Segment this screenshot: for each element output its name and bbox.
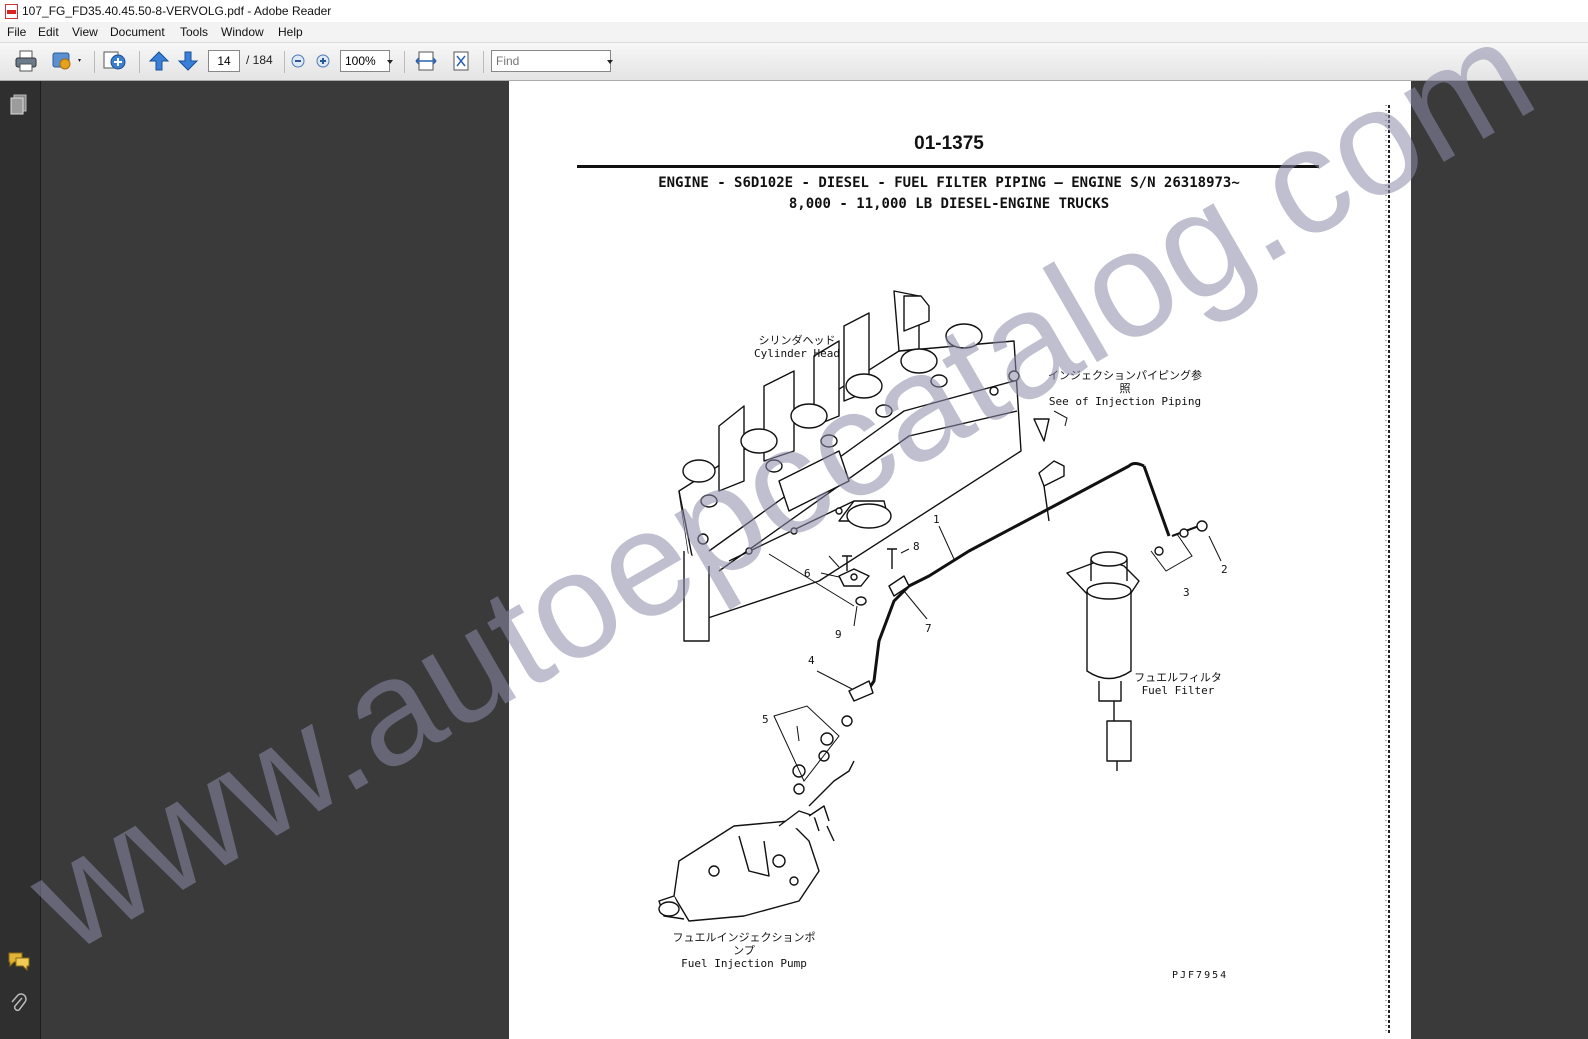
zoom-in-icon[interactable] (315, 50, 331, 72)
menu-view[interactable]: View (72, 25, 98, 39)
navigation-panel (0, 81, 41, 1039)
fuel-filter-drawing (1066, 551, 1140, 771)
cylinder-head-drawing (678, 290, 1022, 642)
collaborate-icon[interactable] (102, 50, 128, 72)
toolbar-separator (404, 51, 405, 73)
toolbar-separator (483, 51, 484, 73)
injection-piping-label: インジェクションパイピング参照 See of Injection Piping (1045, 369, 1205, 408)
document-heading: ENGINE - S6D102E - DIESEL - FUEL FILTER … (658, 175, 1240, 191)
injection-pump-label: フュエルインジェクションポンプ Fuel Injection Pump (669, 931, 819, 970)
menu-help[interactable]: Help (278, 25, 303, 39)
menu-window[interactable]: Window (221, 25, 264, 39)
fuel-pipe (862, 462, 1145, 697)
callout-7: 7 (925, 622, 932, 635)
callout-8: 8 (913, 540, 920, 553)
fuel-filter-label: フュエルフィルタ Fuel Filter (1133, 671, 1223, 697)
injection-pump-label-en: Fuel Injection Pump (681, 957, 807, 970)
toolbar-separator (139, 51, 140, 73)
injection-pump-label-jp: フュエルインジェクションポンプ (672, 931, 816, 957)
zoom-level-input[interactable]: 100% (340, 50, 390, 72)
menu-bar: File Edit View Document Tools Window Hel… (0, 22, 1588, 43)
drawing-code: PJF7954 (1172, 970, 1229, 981)
document-subheading: 8,000 - 11,000 LB DIESEL-ENGINE TRUCKS (788, 196, 1110, 212)
cylinder-head-label: シリンダヘッド Cylinder Head (741, 334, 853, 360)
find-input[interactable]: Find (491, 50, 611, 72)
fuel-filter-label-en: Fuel Filter (1141, 684, 1215, 697)
window-title: 107_FG_FD35.40.45.50-8-VERVOLG.pdf - Ado… (22, 4, 332, 18)
find-dropdown-icon[interactable] (605, 50, 615, 72)
callout-5: 5 (762, 713, 769, 726)
print-icon[interactable] (14, 50, 38, 72)
page-border (1385, 105, 1390, 1035)
injection-piping-label-jp: インジェクションパイピング参照 (1048, 369, 1202, 395)
heading-rule (577, 165, 1319, 168)
cylinder-head-label-jp: シリンダヘッド (758, 334, 836, 347)
parts-diagram (658, 290, 1222, 922)
injection-piping-label-en: See of Injection Piping (1048, 395, 1202, 408)
menu-edit[interactable]: Edit (38, 25, 59, 39)
callout-2: 2 (1221, 563, 1228, 576)
zoom-dropdown-icon[interactable] (385, 50, 395, 72)
toolbar-separator (94, 51, 95, 73)
zoom-out-icon[interactable] (290, 50, 306, 72)
fuel-filter-label-jp: フュエルフィルタ (1134, 671, 1222, 684)
cylinder-head-label-en: Cylinder Head (753, 347, 841, 360)
pdf-file-icon (5, 4, 18, 19)
toolbar: 14 / 184 100% Find (0, 43, 1588, 81)
menu-tools[interactable]: Tools (180, 25, 209, 39)
toolbar-separator (284, 51, 285, 73)
menu-document[interactable]: Document (110, 25, 165, 39)
fit-page-icon[interactable] (450, 50, 472, 72)
fit-width-icon[interactable] (415, 50, 437, 72)
attachments-icon[interactable] (9, 993, 29, 1015)
callout-6: 6 (804, 567, 811, 580)
previous-page-icon[interactable] (148, 50, 170, 72)
share-icon[interactable] (50, 50, 84, 72)
callout-3: 3 (1183, 586, 1190, 599)
comments-icon[interactable] (7, 951, 31, 971)
pages-panel-icon[interactable] (9, 94, 29, 116)
document-page: 01-1375 ENGINE - S6D102E - DIESEL - FUEL… (509, 81, 1411, 1039)
menu-file[interactable]: File (7, 25, 27, 39)
page-number-heading: 01-1375 (914, 133, 984, 154)
injection-pump-drawing (658, 760, 855, 922)
page-number-input[interactable]: 14 (208, 50, 240, 72)
title-bar: 107_FG_FD35.40.45.50-8-VERVOLG.pdf - Ado… (0, 0, 1588, 22)
next-page-icon[interactable] (177, 50, 199, 72)
total-pages-label: / 184 (246, 53, 273, 67)
callout-1: 1 (933, 513, 940, 526)
callout-9: 9 (835, 628, 842, 641)
callout-4: 4 (808, 654, 815, 667)
